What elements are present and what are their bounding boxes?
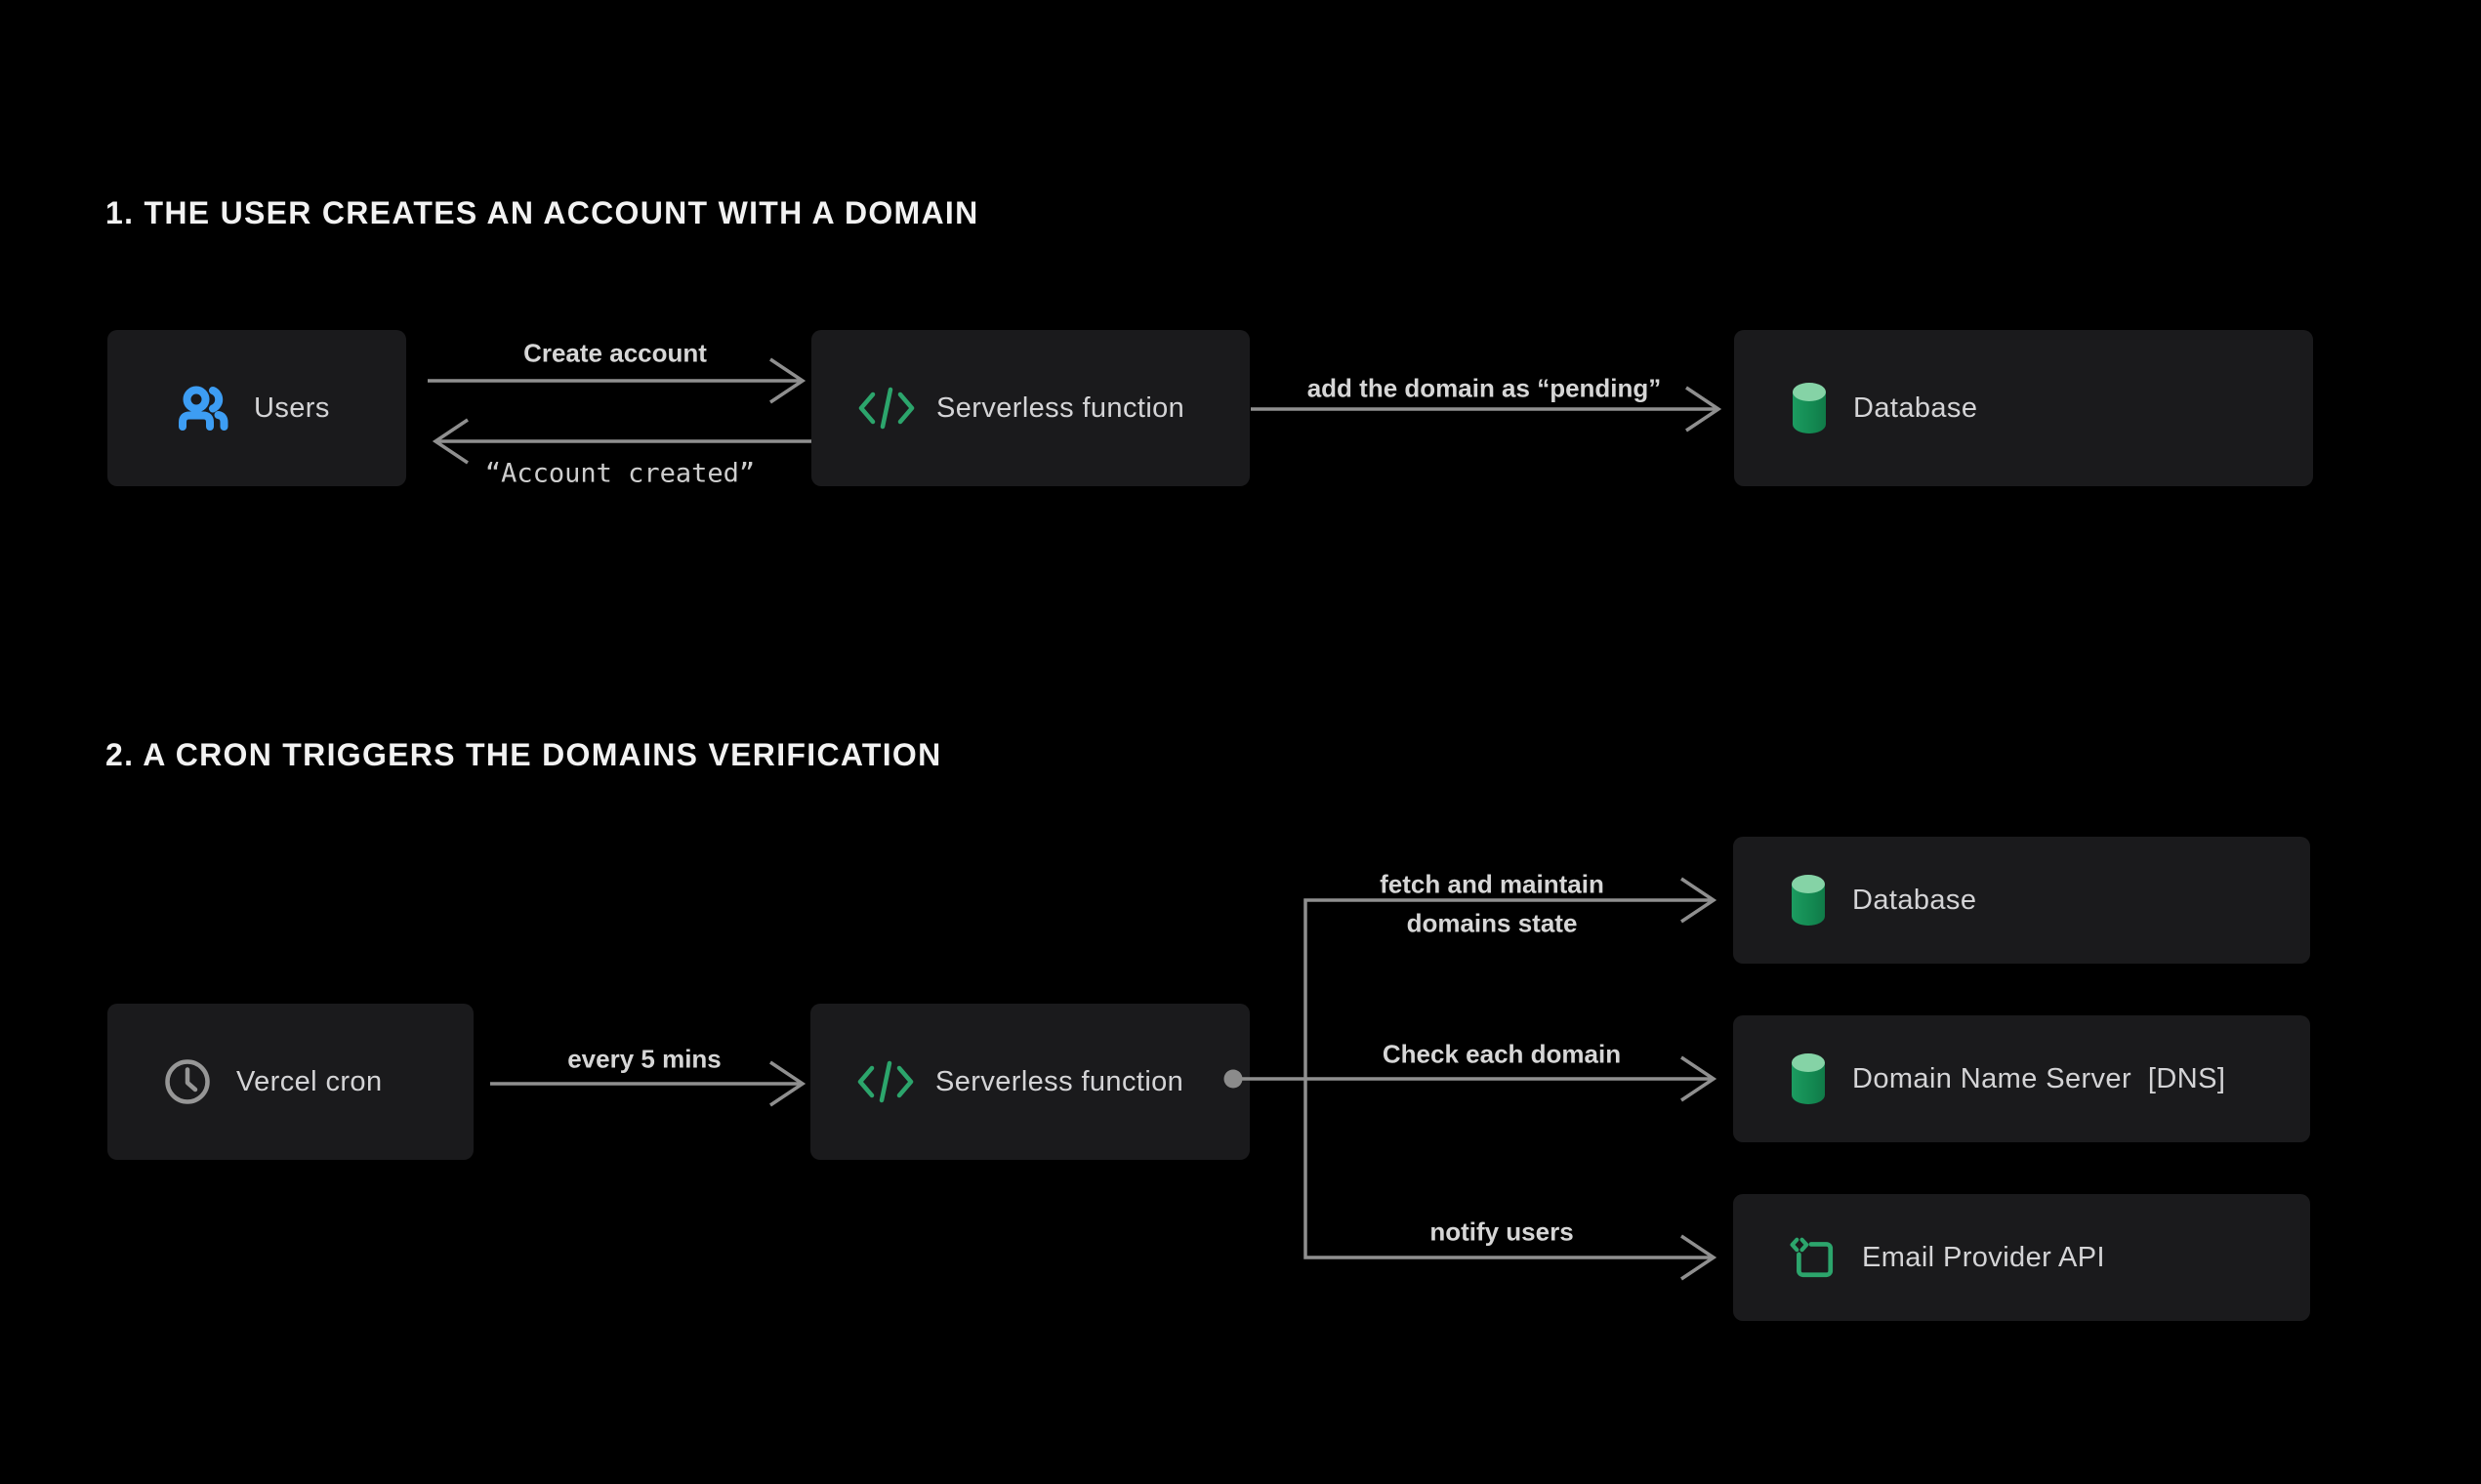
edge-label-every-5-mins: every 5 mins [567, 1044, 722, 1074]
database-node-2: Database [1733, 837, 2310, 964]
dns-node: Domain Name Server [DNS] [1733, 1015, 2310, 1142]
edge-label-account-created: “Account created” [484, 458, 756, 489]
users-icon [179, 386, 228, 431]
arrowhead-add-pending [1685, 386, 1722, 433]
edge-label-create-account: Create account [523, 338, 707, 368]
arrowhead-notify-users [1680, 1234, 1717, 1281]
serverless-function-node-1: Serverless function [811, 330, 1250, 486]
arrowhead-account-created [432, 418, 469, 465]
database-icon [1793, 383, 1826, 433]
database-label: Database [1852, 884, 1977, 916]
database-icon [1792, 1053, 1825, 1104]
vercel-cron-node: Vercel cron [107, 1004, 474, 1160]
serverless-function-label: Serverless function [936, 392, 1185, 424]
email-provider-label: Email Provider API [1862, 1241, 2105, 1273]
edge-label-notify-users: notify users [1429, 1216, 1574, 1247]
arrowhead-fetch-maintain [1680, 877, 1717, 924]
arrowhead-check-domain [1680, 1055, 1717, 1102]
email-api-icon [1790, 1237, 1834, 1278]
serverless-function-node-2: Serverless function [810, 1004, 1250, 1160]
arrowhead-create-account [769, 357, 806, 404]
edge-label-fetch-maintain-line2: domains state [1406, 908, 1578, 938]
vercel-cron-label: Vercel cron [236, 1065, 383, 1097]
clock-icon [165, 1059, 210, 1104]
database-icon [1792, 875, 1825, 926]
section-1-title: 1. THE USER CREATES AN ACCOUNT WITH A DO… [105, 195, 979, 230]
edge-label-add-pending: add the domain as “pending” [1306, 373, 1662, 403]
branch-trunk [1303, 898, 1711, 1259]
edge-label-fetch-maintain-line1: fetch and maintain [1380, 869, 1604, 899]
section-2-title: 2. A CRON TRIGGERS THE DOMAINS VERIFICAT… [105, 737, 942, 772]
dns-label: Domain Name Server [DNS] [1852, 1062, 2226, 1094]
users-node: Users [107, 330, 406, 486]
database-label: Database [1853, 392, 1978, 424]
code-icon [858, 387, 915, 430]
database-node-1: Database [1734, 330, 2313, 486]
email-provider-node: Email Provider API [1733, 1194, 2310, 1321]
arrowhead-every-5-mins [769, 1060, 806, 1107]
users-label: Users [254, 392, 330, 424]
code-icon [857, 1060, 914, 1103]
edge-label-check-domain: Check each domain [1382, 1039, 1622, 1069]
serverless-function-label: Serverless function [935, 1065, 1184, 1097]
